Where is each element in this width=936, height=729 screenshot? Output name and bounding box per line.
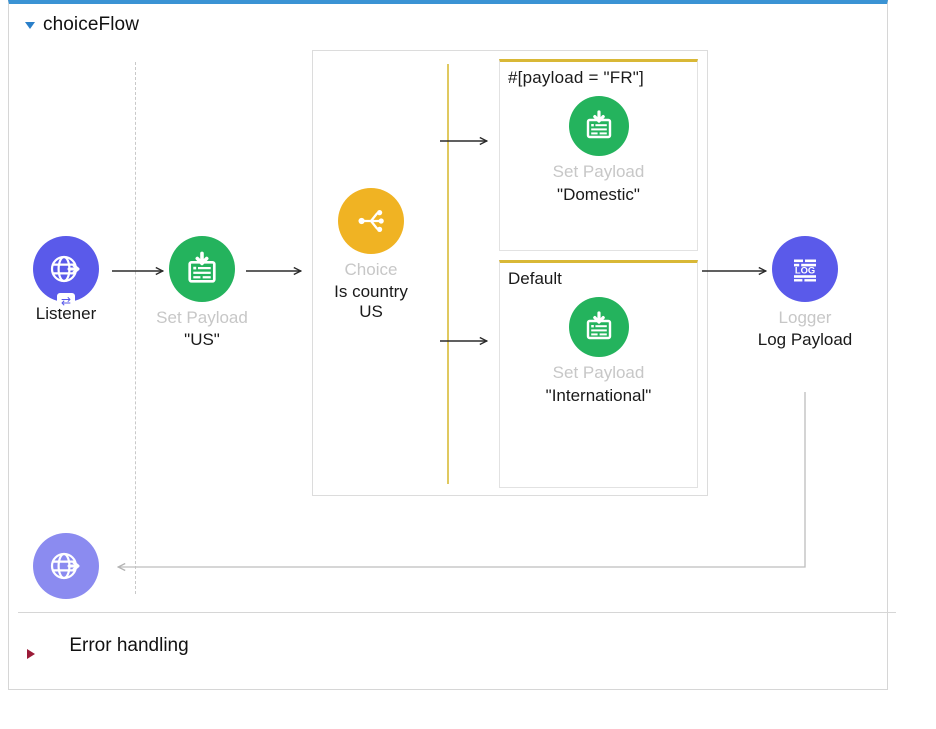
node-set-payload-international[interactable]: Set Payload "International"	[500, 297, 697, 406]
triangle-down-icon[interactable]	[25, 21, 35, 29]
node-name-label: "Domestic"	[557, 185, 640, 205]
set-payload-icon	[169, 236, 235, 302]
node-name-label: Listener	[35, 304, 97, 323]
branch-label-default: Default	[508, 269, 562, 288]
node-type-label: Set Payload	[156, 308, 248, 327]
node-listener[interactable]: ⇄ Listener	[0, 236, 141, 324]
node-type-label: Logger	[778, 308, 832, 327]
error-handling-section[interactable]: Error handling	[18, 612, 896, 693]
node-set-payload-domestic[interactable]: Set Payload "Domestic"	[500, 96, 697, 205]
set-payload-icon	[568, 297, 629, 358]
node-name-label: Log Payload	[757, 329, 853, 349]
http-listener-globe-icon: ⇄	[33, 236, 99, 309]
branch-box-fr[interactable]: #[payload = "FR"] Set Payload "Domestic"	[499, 59, 698, 251]
node-name-label: "International"	[545, 386, 652, 406]
source-divider	[135, 62, 136, 594]
node-name-label: "US"	[184, 329, 220, 349]
branch-box-default[interactable]: Default Set Payload "International"	[499, 260, 698, 488]
svg-text:LOG: LOG	[795, 264, 815, 275]
error-handling-label: Error handling	[69, 635, 189, 656]
node-logger[interactable]: LOG Logger Log Payload	[730, 236, 880, 350]
logger-log-icon: LOG	[772, 236, 838, 302]
choice-branch-icon	[338, 188, 404, 254]
swap-badge-icon: ⇄	[57, 293, 75, 309]
node-name-label: Is country US	[334, 281, 408, 321]
page-title: choiceFlow	[43, 14, 140, 35]
choice-spine-line	[447, 64, 449, 484]
flow-header[interactable]: choiceFlow	[25, 14, 139, 36]
node-type-label: Set Payload	[552, 363, 645, 383]
node-type-label: Set Payload	[552, 162, 645, 182]
node-set-payload-us[interactable]: Set Payload "US"	[127, 236, 277, 350]
http-listener-globe-icon	[33, 533, 99, 599]
branch-label-fr: #[payload = "FR"]	[508, 68, 644, 87]
triangle-right-icon[interactable]	[27, 649, 35, 659]
node-choice[interactable]: Choice Is country US	[296, 188, 446, 322]
node-type-label: Choice	[344, 260, 398, 279]
set-payload-icon	[568, 96, 629, 157]
node-source-return[interactable]	[0, 533, 141, 599]
